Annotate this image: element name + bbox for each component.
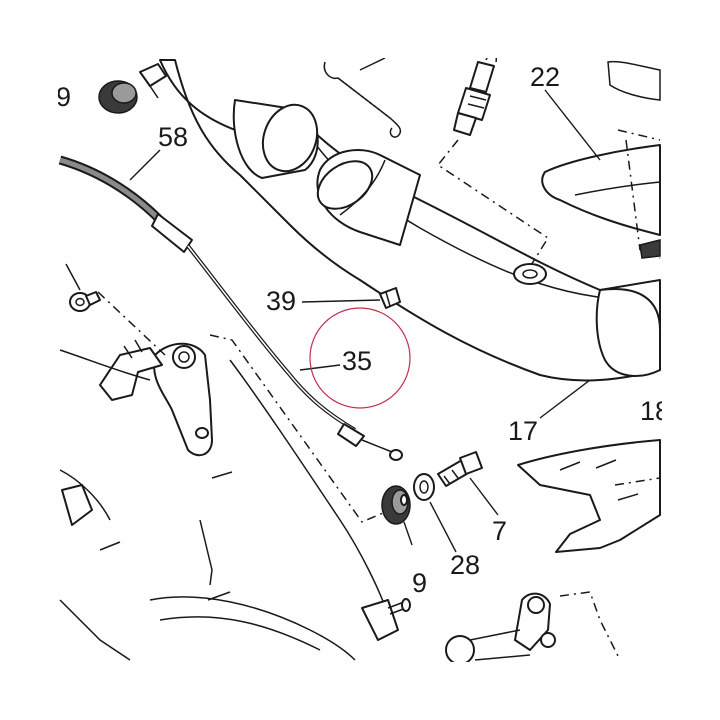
exhaust-pipe-17 [159,59,661,382]
highlight-circle-35 [309,307,411,409]
bushing-39 [379,287,401,309]
rear-bracket [445,591,621,665]
lower-stud-bracket [361,598,411,641]
tension-spring [323,57,402,138]
callout-28: 28 [450,550,480,580]
grommet-9 [381,485,411,525]
sensor-dash-line [436,139,550,271]
edge-mask-bottom [0,662,720,720]
cable-58 [58,155,403,461]
edge-mask-right [662,0,720,720]
callout-35[interactable]: 35 [342,346,372,376]
callout-22: 22 [530,62,560,92]
bolt-7 [437,451,483,487]
pipe-boss [513,263,547,285]
callout-58: 58 [158,122,188,152]
heat-shield-plate [517,439,661,553]
pipe-coupler-sleeve [316,149,421,246]
bracket-dash-line [97,291,166,356]
edge-mask-left [0,0,58,720]
bolt-washer-left [65,263,101,312]
callout-39: 39 [266,286,296,316]
callout-9-top: 9 [56,82,71,112]
frame-panel [59,349,391,661]
edge-mask-top [0,0,720,58]
callout-17: 17 [508,416,538,446]
grommet-dash-line [209,334,391,523]
leader-lines [129,89,601,553]
callout-9: 9 [412,568,427,598]
oxygen-sensor [453,52,498,136]
washer-28 [413,473,435,501]
grommet-top [98,63,167,114]
footpeg-bracket [99,339,213,457]
callout-7: 7 [492,516,507,546]
heat-shield-22 [541,60,661,259]
